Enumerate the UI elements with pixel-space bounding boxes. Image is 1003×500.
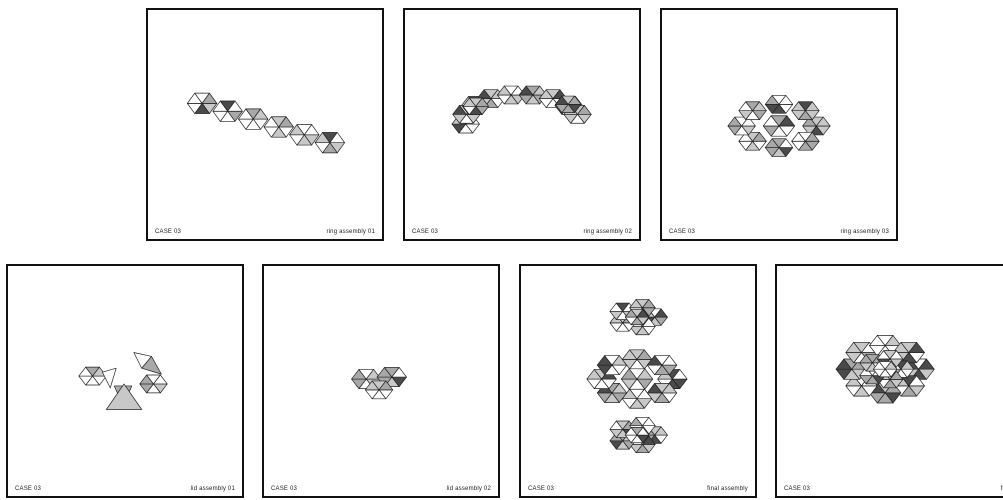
- panel-caption: lid assembly 01: [191, 486, 235, 492]
- facet: [106, 384, 141, 410]
- panel-lid-assembly-02: CASE 03 lid assembly 02: [262, 264, 500, 498]
- panel-ring-assembly-02: CASE 03 ring assembly 02: [403, 8, 641, 241]
- case-label: CASE 03: [784, 486, 810, 492]
- case-label: CASE 03: [271, 486, 297, 492]
- final-exploded-illustration: [521, 266, 755, 496]
- case-label: CASE 03: [528, 486, 554, 492]
- final-closed-illustration: [777, 266, 1003, 496]
- panel-caption: final assembly: [707, 486, 748, 492]
- panel-caption: lid assembly 02: [447, 486, 491, 492]
- panel-caption: ring assembly 01: [326, 229, 375, 235]
- panel-final-assembly: CASE 03 final assembly: [519, 264, 757, 498]
- case-label: CASE 03: [669, 229, 695, 235]
- ring-strip-illustration: [148, 10, 382, 239]
- panel-final-closed: CASE 03 fi: [775, 264, 1003, 498]
- panel-caption: ring assembly 03: [840, 229, 889, 235]
- lid-joined-illustration: [264, 266, 498, 496]
- panel-lid-assembly-01: CASE 03 lid assembly 01: [6, 264, 244, 498]
- ring-curve-illustration: [405, 10, 639, 239]
- case-label: CASE 03: [155, 229, 181, 235]
- lid-pieces-illustration: [8, 266, 242, 496]
- panel-caption: ring assembly 02: [583, 229, 632, 235]
- panel-ring-assembly-03: CASE 03 ring assembly 03: [660, 8, 898, 241]
- case-label: CASE 03: [412, 229, 438, 235]
- case-label: CASE 03: [15, 486, 41, 492]
- panel-ring-assembly-01: CASE 03 ring assembly 01: [146, 8, 384, 241]
- ring-closed-illustration: [662, 10, 896, 239]
